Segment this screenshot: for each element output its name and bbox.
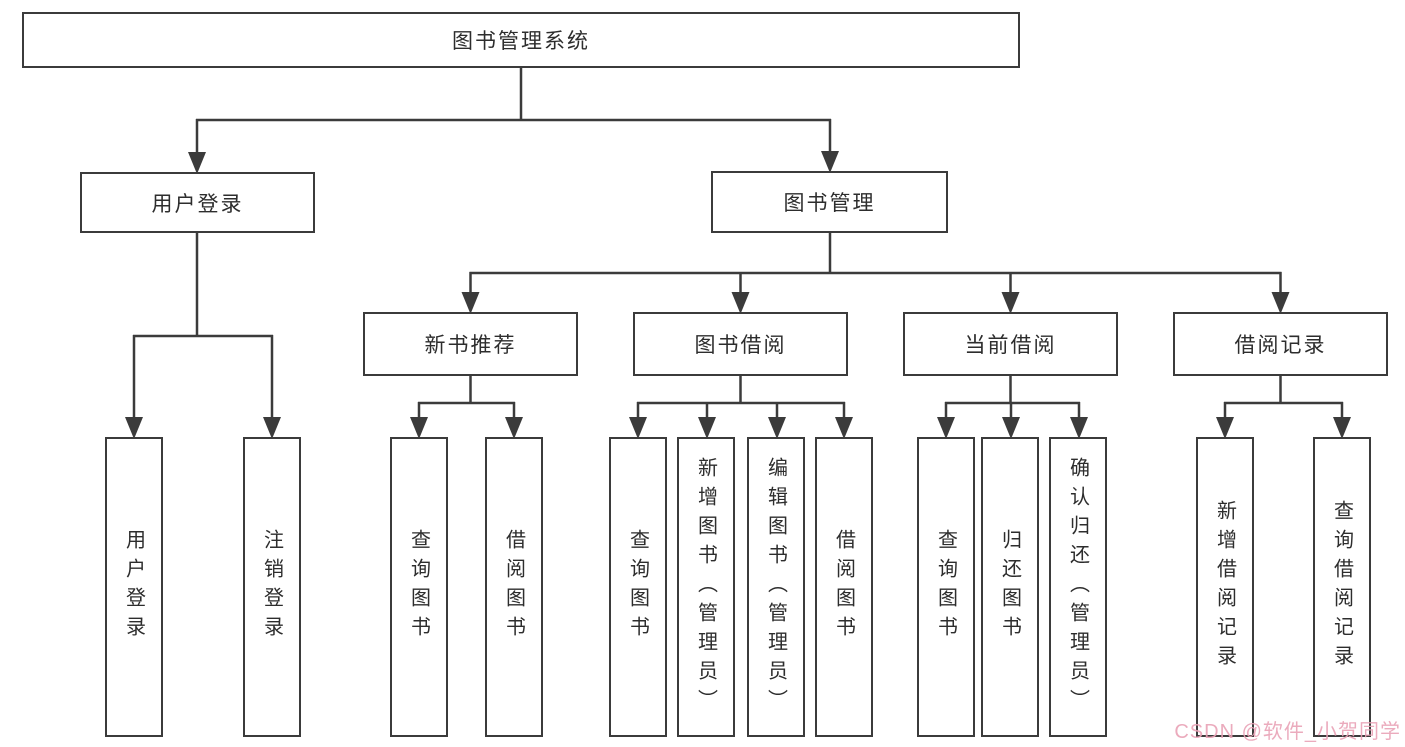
node-label: 借阅记录 bbox=[1234, 334, 1327, 357]
node-user-login: 用户登录 bbox=[80, 172, 315, 233]
node-root-system: 图书管理系统 bbox=[22, 12, 1020, 68]
node-borrow-records: 借阅记录 bbox=[1173, 312, 1388, 376]
leaf-add-borrow-record: 新增借阅记录 bbox=[1196, 437, 1254, 737]
leaf-label: 确认归还（管理员） bbox=[1066, 456, 1089, 718]
leaf-add-book-admin: 新增图书（管理员） bbox=[677, 437, 735, 737]
leaf-label: 新增图书（管理员） bbox=[694, 456, 717, 718]
leaf-label: 查询图书 bbox=[626, 529, 649, 645]
leaf-label: 借阅图书 bbox=[502, 529, 525, 645]
leaf-label: 查询图书 bbox=[934, 529, 957, 645]
node-label: 当前借阅 bbox=[964, 334, 1057, 357]
csdn-watermark: CSDN @软件_小贺同学 bbox=[1174, 721, 1401, 743]
leaf-borrow-book: 借阅图书 bbox=[815, 437, 873, 737]
leaf-edit-book-admin: 编辑图书（管理员） bbox=[747, 437, 805, 737]
node-label: 图书管理 bbox=[783, 192, 876, 215]
leaf-label: 新增借阅记录 bbox=[1213, 500, 1236, 674]
leaf-label: 用户登录 bbox=[122, 529, 145, 645]
leaf-label: 查询借阅记录 bbox=[1330, 500, 1353, 674]
node-current-borrowing: 当前借阅 bbox=[903, 312, 1118, 376]
leaf-label: 查询图书 bbox=[407, 529, 430, 645]
leaf-query-book-borrow: 查询图书 bbox=[609, 437, 667, 737]
leaf-label: 编辑图书（管理员） bbox=[764, 456, 787, 718]
node-new-book-recommendation: 新书推荐 bbox=[363, 312, 578, 376]
leaf-borrow-book-recommend: 借阅图书 bbox=[485, 437, 543, 737]
leaf-query-borrow-record: 查询借阅记录 bbox=[1313, 437, 1371, 737]
leaf-query-book-current: 查询图书 bbox=[917, 437, 975, 737]
leaf-label: 归还图书 bbox=[998, 529, 1021, 645]
leaf-user-login: 用户登录 bbox=[105, 437, 163, 737]
node-book-borrowing: 图书借阅 bbox=[633, 312, 848, 376]
node-label: 用户登录 bbox=[151, 192, 244, 216]
leaf-label: 注销登录 bbox=[260, 529, 283, 645]
node-label: 图书管理系统 bbox=[452, 30, 590, 53]
leaf-return-book: 归还图书 bbox=[981, 437, 1039, 737]
leaf-confirm-return-admin: 确认归还（管理员） bbox=[1049, 437, 1107, 737]
node-label: 图书借阅 bbox=[694, 334, 787, 357]
leaf-query-book-recommend: 查询图书 bbox=[390, 437, 448, 737]
leaf-label: 借阅图书 bbox=[832, 529, 855, 645]
node-book-management: 图书管理 bbox=[711, 171, 948, 233]
leaf-logout: 注销登录 bbox=[243, 437, 301, 737]
node-label: 新书推荐 bbox=[424, 334, 517, 357]
